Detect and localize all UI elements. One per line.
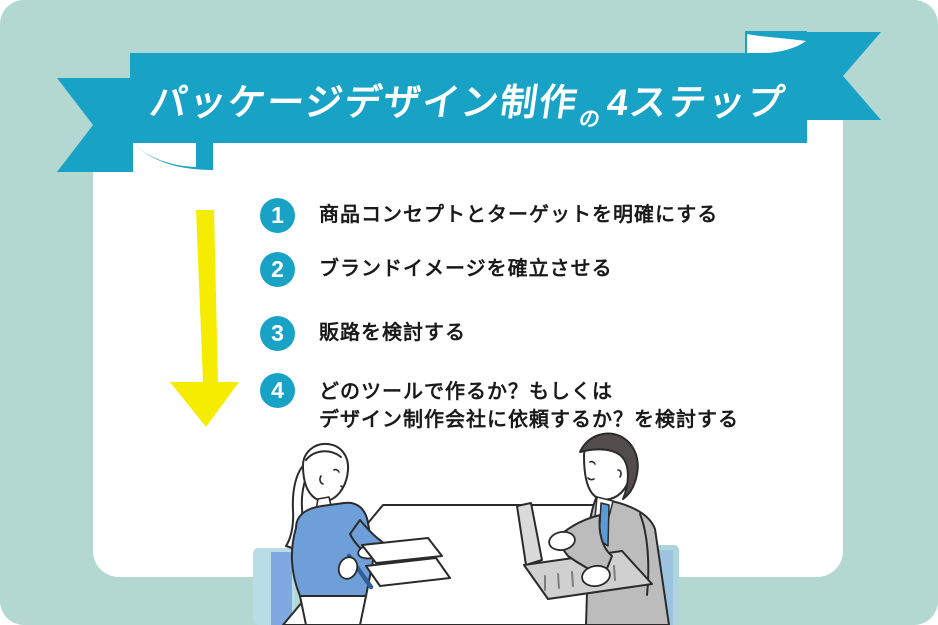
ribbon-right-tail: [805, 32, 881, 120]
banner-title-count: 4ステップ: [604, 82, 789, 123]
man-hand-left: [548, 530, 576, 552]
step-2-badge: 2: [260, 252, 295, 287]
step-1-badge: 1: [260, 198, 295, 233]
banner-title-main: パッケージデザイン制作: [147, 82, 582, 123]
woman-hair-line: [305, 450, 342, 461]
step-4-label: どのツールで作るか？もしくは デザイン制作会社に依頼するか？を検討する: [319, 378, 739, 434]
woman-hand-pen: [337, 556, 359, 580]
banner-title-particle: の: [577, 108, 604, 131]
suit-seam: [639, 513, 650, 596]
chair-left: [253, 548, 295, 625]
banner-title: パッケージデザイン制作 の 4ステップ: [124, 56, 813, 142]
laptop-screen: [516, 502, 543, 566]
step-1-label: 商品コンセプトとターゲットを明確にする: [319, 204, 719, 226]
step-3-badge: 3: [260, 316, 295, 351]
ribbon-left-curl: [133, 143, 196, 167]
woman-head: [301, 442, 350, 502]
ribbon-band: [130, 53, 807, 143]
step-2-label: ブランドイメージを確立させる: [319, 258, 613, 280]
step-3-label: 販路を検討する: [319, 322, 466, 344]
ribbon-left-tail: [57, 78, 133, 172]
woman-skirt: [299, 595, 367, 625]
illustration-meeting: [253, 432, 679, 625]
man-hand-right: [581, 564, 611, 588]
woman-figure: [285, 442, 391, 625]
step-4-badge: 4: [260, 373, 295, 408]
man-hair: [579, 432, 639, 500]
step-4-label-line2: デザイン制作会社に依頼するか？を検討する: [319, 409, 739, 431]
ribbon-right-curl: [747, 34, 806, 54]
papers: [361, 537, 451, 587]
down-arrow-icon: [170, 210, 239, 427]
ribbon-banner: [57, 31, 881, 172]
content-card: [93, 98, 843, 577]
step-4-label-line1: どのツールで作るか？もしくは: [319, 381, 613, 403]
